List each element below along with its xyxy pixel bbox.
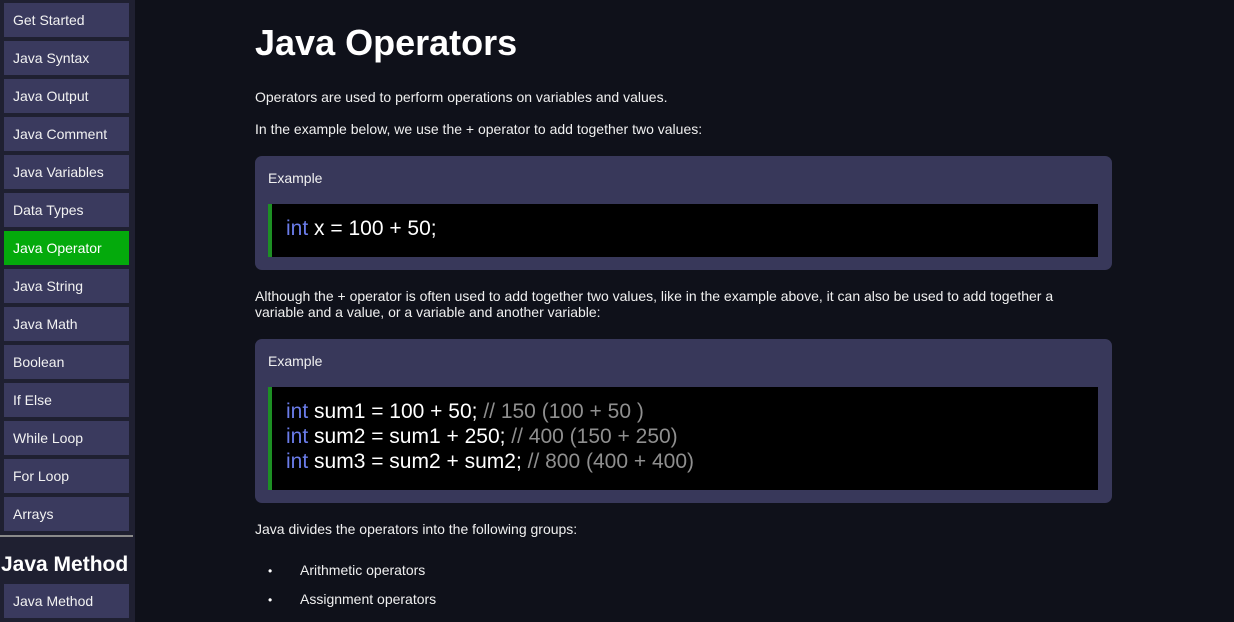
sidebar-item-java-operator[interactable]: Java Operator — [4, 231, 129, 265]
groups-intro: Java divides the operators into the foll… — [255, 521, 578, 537]
code-keyword: int — [286, 425, 309, 448]
code-text: sum1 = 100 + 50; — [308, 400, 478, 423]
example-box-2: Example int sum1 = 100 + 50; // 150 (100… — [255, 339, 1112, 503]
sidebar-item-data-types[interactable]: Data Types — [4, 193, 129, 227]
sidebar-item-while-loop[interactable]: While Loop — [4, 421, 129, 455]
sidebar-nav: Get Started Java Syntax Java Output Java… — [0, 0, 135, 622]
sidebar-item-boolean[interactable]: Boolean — [4, 345, 129, 379]
code-block-2: int sum1 = 100 + 50; // 150 (100 + 50 ) … — [268, 387, 1098, 490]
sidebar-section-heading: Java Method — [1, 553, 129, 576]
sidebar-item-if-else[interactable]: If Else — [4, 383, 129, 417]
example-box-1: Example int x = 100 + 50; — [255, 156, 1112, 270]
page-title: Java Operators — [255, 22, 518, 63]
sidebar-item-java-math[interactable]: Java Math — [4, 307, 129, 341]
code-text: sum2 = sum1 + 250; — [308, 425, 506, 448]
sidebar-item-java-string[interactable]: Java String — [4, 269, 129, 303]
list-item: Assignment operators — [300, 591, 437, 607]
code-comment: // 150 (100 + 50 ) — [477, 400, 644, 423]
bullet-icon: • — [268, 593, 273, 607]
code-line: int x = 100 + 50; — [286, 217, 437, 241]
code-block-1: int x = 100 + 50; — [268, 204, 1098, 257]
example-label: Example — [268, 170, 323, 186]
code-keyword: int — [286, 450, 309, 473]
code-text: sum3 = sum2 + sum2; — [308, 450, 522, 473]
explanation-paragraph: Although the + operator is often used to… — [255, 288, 1054, 320]
code-keyword: int — [286, 400, 309, 423]
code-line: int sum2 = sum1 + 250; // 400 (150 + 250… — [286, 425, 678, 449]
sidebar-item-java-syntax[interactable]: Java Syntax — [4, 41, 129, 75]
sidebar-item-java-output[interactable]: Java Output — [4, 79, 129, 113]
code-line: int sum3 = sum2 + sum2; // 800 (400 + 40… — [286, 450, 694, 474]
sidebar-item-get-started[interactable]: Get Started — [4, 3, 129, 37]
code-comment: // 800 (400 + 400) — [521, 450, 694, 473]
sidebar-divider — [0, 535, 133, 537]
example-label: Example — [268, 353, 323, 369]
list-item: Arithmetic operators — [300, 562, 426, 578]
sidebar-item-java-comment[interactable]: Java Comment — [4, 117, 129, 151]
sidebar-item-arrays[interactable]: Arrays — [4, 497, 129, 531]
code-keyword: int — [286, 217, 309, 240]
code-comment: // 400 (150 + 250) — [505, 425, 678, 448]
bullet-icon: • — [268, 564, 273, 578]
code-line: int sum1 = 100 + 50; // 150 (100 + 50 ) — [286, 400, 644, 424]
sidebar-item-java-method[interactable]: Java Method — [4, 584, 129, 618]
sidebar-item-java-variables[interactable]: Java Variables — [4, 155, 129, 189]
sidebar-item-for-loop[interactable]: For Loop — [4, 459, 129, 493]
intro-paragraph-2: In the example below, we use the + opera… — [255, 121, 703, 137]
intro-paragraph: Operators are used to perform operations… — [255, 89, 668, 105]
code-text: x = 100 + 50; — [308, 217, 437, 240]
